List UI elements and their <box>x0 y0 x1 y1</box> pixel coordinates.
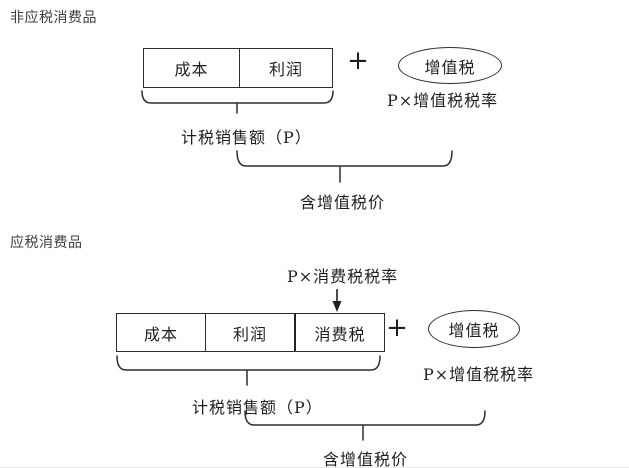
taxable-price-box: 成本 利润 消费税 <box>116 313 385 352</box>
profit-cell: 利润 <box>239 49 332 87</box>
cost-cell: 成本 <box>143 324 178 344</box>
cost-cell: 成本 <box>174 60 209 79</box>
consumption-tax-formula-label: P×消费税税率 <box>287 267 399 286</box>
brace-taxable-sales <box>116 355 381 386</box>
section-taxable-heading: 应税消费品 <box>10 234 83 250</box>
brace-vat-inclusive-price <box>236 150 453 183</box>
taxable-sales-label: 计税销售额（P） <box>181 128 312 147</box>
taxable-sales-label: 计税销售额（P） <box>192 398 323 417</box>
vat-inclusive-price-label: 含增值税价 <box>323 450 409 468</box>
consumption-tax-arrowhead <box>332 301 342 312</box>
nontaxable-price-box: 成本 利润 <box>143 48 333 88</box>
plus-sign: + <box>386 313 408 343</box>
profit-cell: 利润 <box>205 314 294 351</box>
plus-sign: + <box>347 46 369 76</box>
vat-formula-label: P×增值税税率 <box>387 91 499 110</box>
brace-taxable-sales <box>141 90 334 114</box>
vat-formula-label: P×增值税税率 <box>423 365 535 384</box>
vat-ellipse: 增值税 <box>428 310 520 348</box>
vat-ellipse: 增值税 <box>398 47 502 84</box>
vat-inclusive-price-label: 含增值税价 <box>300 193 386 212</box>
consumption-tax-cell: 消费税 <box>294 314 384 351</box>
section-nontaxable-heading: 非应税消费品 <box>10 9 97 25</box>
